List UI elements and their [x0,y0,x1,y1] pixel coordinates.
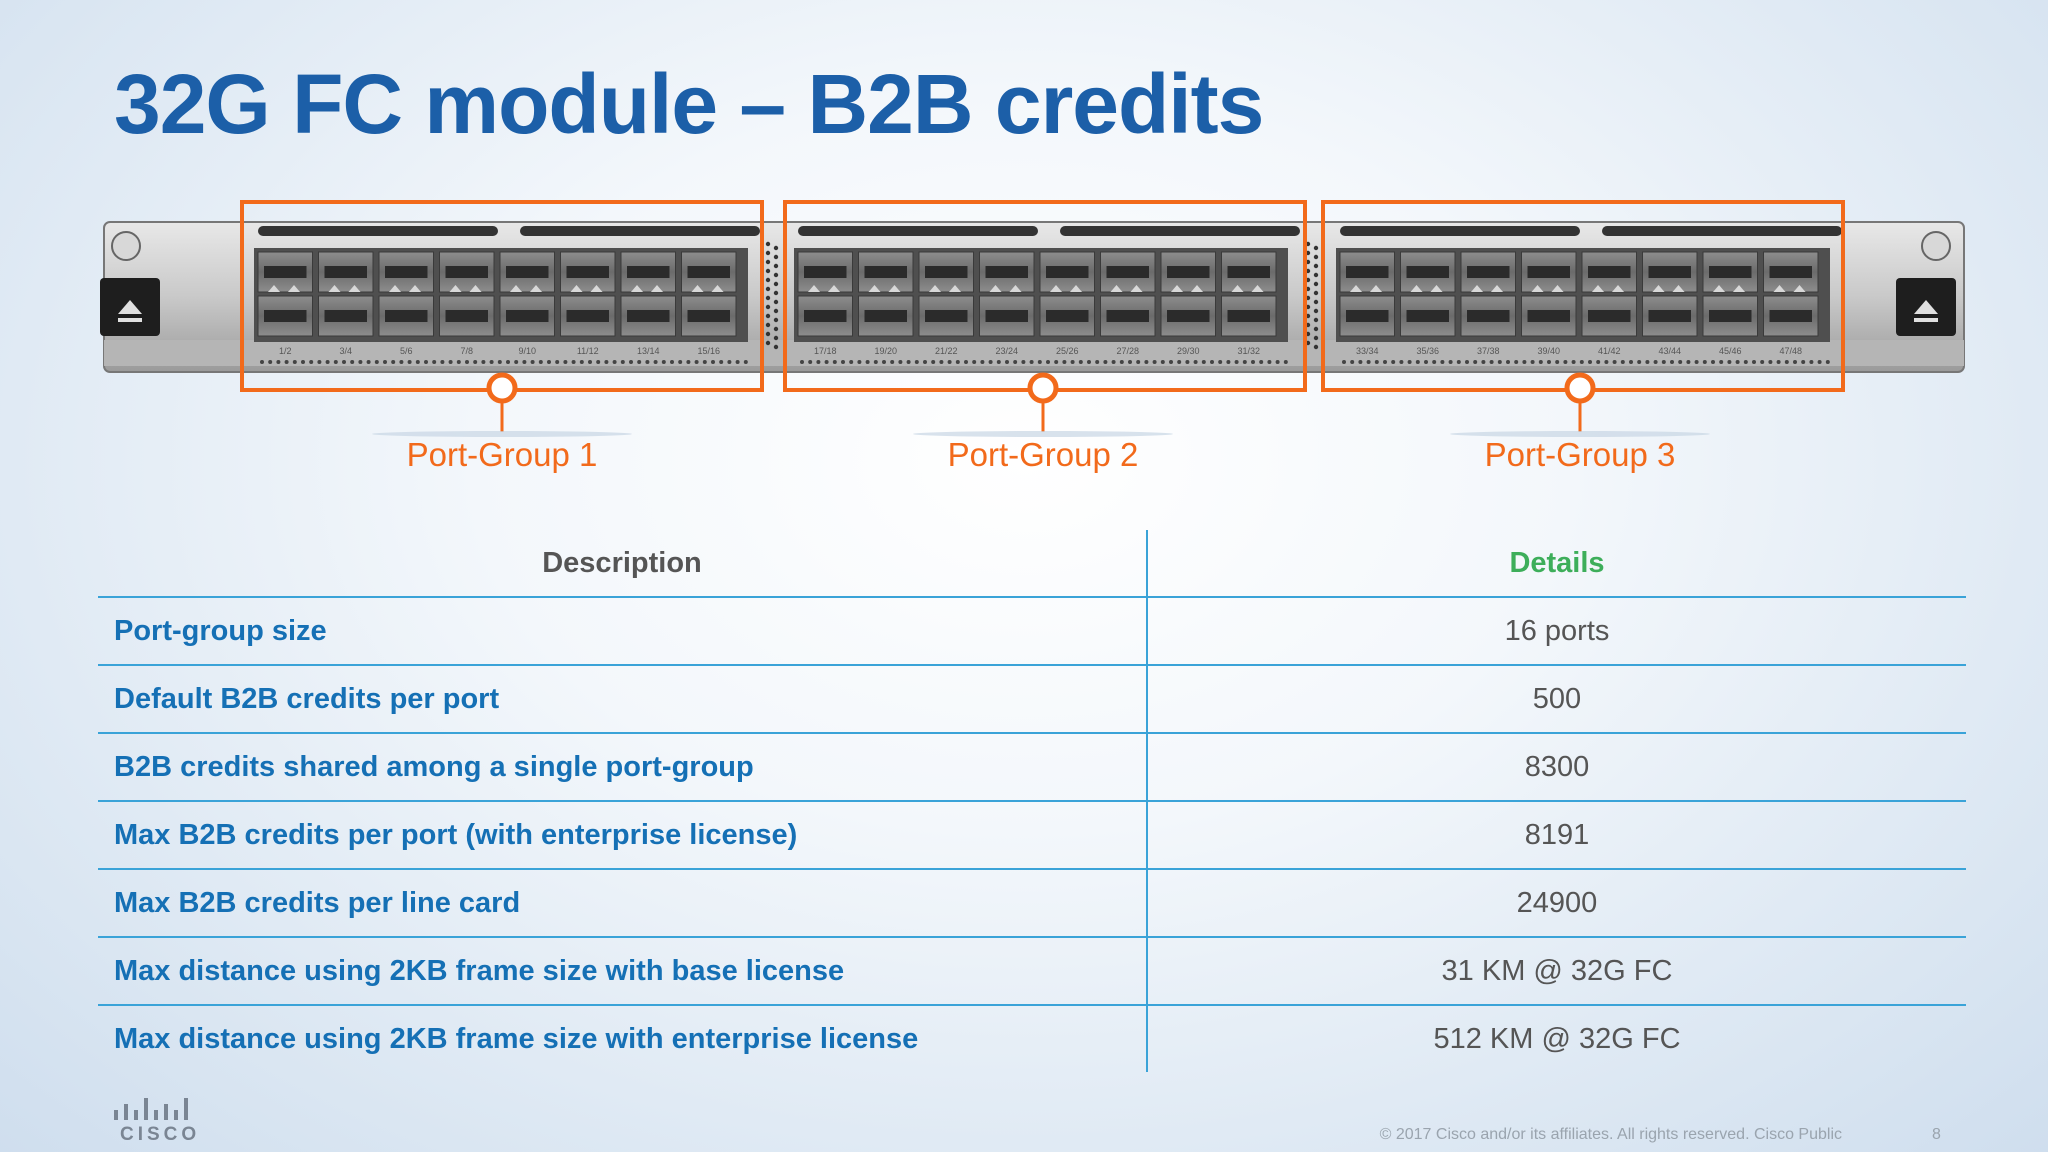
line-card-image: 1/2 3/4 5/6 7/8 9/10 11/12 13/14 15/16 17/18 19/2… [100,200,1965,437]
port-number-label: 15/16 [697,346,720,356]
port-number-label: 43/44 [1658,346,1681,356]
row-description: Max B2B credits per line card [98,869,1148,938]
sfp-port-pair [1521,251,1577,337]
table-header-row: Description Details [98,530,1966,598]
sfp-port-pair [257,251,313,337]
port-group-marker-icon [1027,372,1059,404]
row-details: 24900 [1147,869,1966,938]
row-details: 8300 [1147,733,1966,802]
row-description: Max distance using 2KB frame size with e… [98,1005,1148,1072]
port-number-label: 23/24 [995,346,1018,356]
port-number-label: 17/18 [814,346,837,356]
table-row: Default B2B credits per port 500 [98,665,1966,734]
port-number-label: 37/38 [1477,346,1500,356]
details-header: Details [1147,530,1966,598]
port-number-label: 1/2 [279,346,292,356]
sfp-port-pair [1763,251,1819,337]
port-number-label: 25/26 [1056,346,1079,356]
sfp-port-pair [858,251,914,337]
row-description: B2B credits shared among a single port-g… [98,733,1148,802]
port-number-label: 45/46 [1719,346,1742,356]
left-ejector-handle [100,231,160,336]
port-number-label: 19/20 [874,346,897,356]
sfp-port-pair [1100,251,1156,337]
port-group-marker-icon [1564,372,1596,404]
sfp-port-pair [378,251,434,337]
row-details: 512 KM @ 32G FC [1433,1022,1681,1055]
port-number-label: 21/22 [935,346,958,356]
sfp-port-pair [918,251,974,337]
port-group-1-label: Port-Group 1 [406,436,598,473]
sfp-port-pair [1400,251,1456,337]
row-details: 31 KM @ 32G FC [1147,937,1966,1006]
sfp-port-pair [1642,251,1698,337]
sfp-port-pair [1039,251,1095,337]
page-number: 8 [1932,1126,1941,1143]
sfp-port-pair [318,251,374,337]
sfp-port-pair [797,251,853,337]
row-details: 500 [1147,665,1966,734]
sfp-port-pair [439,251,495,337]
sfp-port-pair [1221,251,1277,337]
sfp-port-pair [1702,251,1758,337]
table-row: Max distance using 2KB frame size with e… [98,1005,1966,1072]
port-number-label: 33/34 [1356,346,1379,356]
table-row: Port-group size 16 ports [98,597,1966,666]
table-row: Max B2B credits per port (with enterpris… [98,801,1966,870]
row-details: 16 ports [1147,597,1966,666]
right-ejector-handle [1896,231,1956,336]
slide-title: 32G FC module – B2B credits [114,57,1264,151]
sfp-port-pair [620,251,676,337]
port-number-label: 31/32 [1237,346,1260,356]
row-description: Max distance using 2KB frame size with b… [98,937,1148,1006]
port-number-label: 27/28 [1116,346,1139,356]
row-description: Port-group size [98,597,1148,666]
port-group-marker-icon [486,372,518,404]
port-number-label: 29/30 [1177,346,1200,356]
description-header: Description [98,530,1148,598]
cisco-logo-text: CISCO [120,1124,201,1145]
port-number-label: 41/42 [1598,346,1621,356]
table-row: Max B2B credits per line card 24900 [98,869,1966,938]
port-number-label: 9/10 [518,346,536,356]
cisco-logo-icon [114,1098,188,1120]
port-number-label: 47/48 [1779,346,1802,356]
row-description: Default B2B credits per port [98,665,1148,734]
sfp-port-pair [681,251,737,337]
port-number-label: 5/6 [400,346,413,356]
table-row: B2B credits shared among a single port-g… [98,733,1966,802]
sfp-port-pair [1581,251,1637,337]
row-description: Max B2B credits per port (with enterpris… [98,801,1148,870]
sfp-port-pair [979,251,1035,337]
port-number-label: 11/12 [577,346,599,356]
port-number-label: 13/14 [637,346,660,356]
port-number-label: 7/8 [460,346,473,356]
table-row: Max distance using 2KB frame size with b… [98,937,1966,1006]
port-number-label: 35/36 [1416,346,1439,356]
copyright-footer: © 2017 Cisco and/or its affiliates. All … [1379,1126,1842,1143]
port-number-label: 3/4 [339,346,352,356]
row-details: 8191 [1147,801,1966,870]
sfp-port-pair [1160,251,1216,337]
b2b-credits-table: Description Details Port-group size 16 p… [98,530,1966,1072]
port-number-label: 39/40 [1537,346,1560,356]
sfp-port-pair [1339,251,1395,337]
sfp-port-pair [499,251,555,337]
sfp-port-pair [1460,251,1516,337]
port-group-3-label: Port-Group 3 [1484,436,1676,473]
sfp-port-pair [560,251,616,337]
port-group-2-label: Port-Group 2 [947,436,1139,473]
